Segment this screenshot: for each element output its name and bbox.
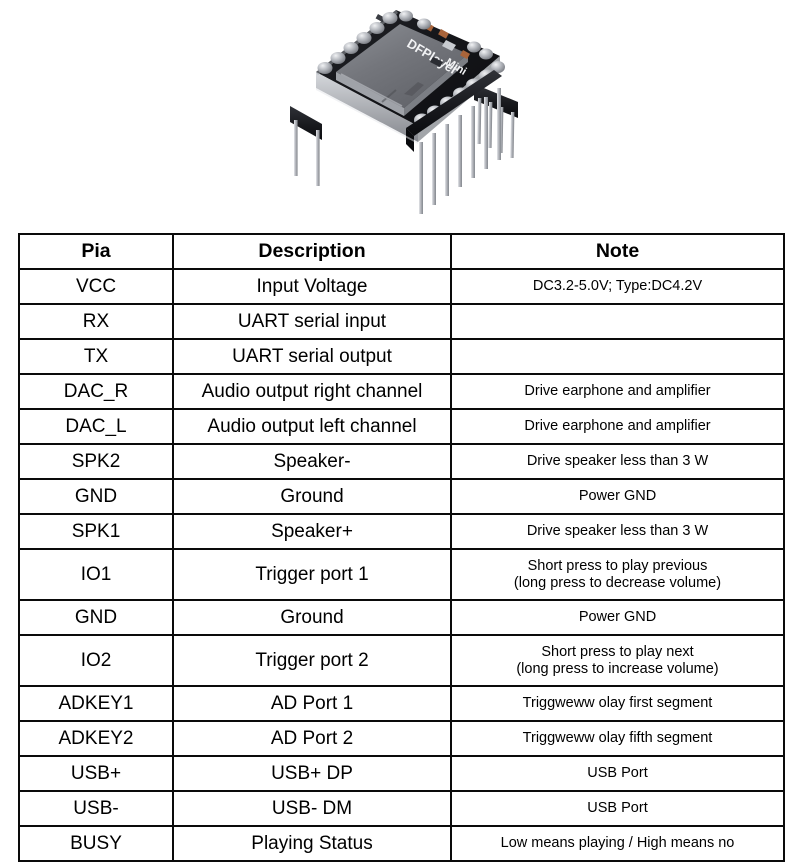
note-line: (long press to increase volume) <box>516 660 719 677</box>
pin-header-front <box>406 70 502 214</box>
cell-description: Input Voltage <box>172 268 452 305</box>
cell-note: Drive earphone and amplifier <box>450 373 785 410</box>
cell-pin-name: DAC_R <box>18 373 174 410</box>
note-line: Short press to play previous <box>527 557 708 574</box>
note-line: Power GND <box>578 609 657 626</box>
cell-description: Trigger port 1 <box>172 548 452 601</box>
note-line: Drive earphone and amplifier <box>524 383 711 400</box>
note-line: USB Port <box>587 765 648 782</box>
cell-note: Short press to play previous(long press … <box>450 548 785 601</box>
pin-header-left <box>290 106 322 186</box>
table-row: USB+USB+ DP USB Port <box>18 755 785 792</box>
cell-description: Audio output right channel <box>172 373 452 410</box>
cell-pin-name: VCC <box>18 268 174 305</box>
cell-pin-name: GND <box>18 599 174 636</box>
cell-note: DC3.2-5.0V; Type:DC4.2V <box>450 268 785 305</box>
table-row: USB-USB- DM USB Port <box>18 790 785 827</box>
cell-description: UART serial input <box>172 303 452 340</box>
cell-description: Playing Status <box>172 825 452 862</box>
cell-description: Audio output left channel <box>172 408 452 445</box>
cell-pin-name: ADKEY2 <box>18 720 174 757</box>
column-header-description: Description <box>172 233 452 270</box>
cell-description: USB+ DP <box>172 755 452 792</box>
cell-description: Ground <box>172 478 452 515</box>
solder-pads-left <box>317 12 398 74</box>
cell-pin-name: IO1 <box>18 548 174 601</box>
cell-note: Drive speaker less than 3 W <box>450 513 785 550</box>
cell-note: Power GND <box>450 599 785 636</box>
cell-description: AD Port 1 <box>172 685 452 722</box>
column-header-pin: Pia <box>18 233 174 270</box>
cell-pin-name: GND <box>18 478 174 515</box>
solder-pads-top-right <box>399 10 493 60</box>
column-header-note: Note <box>450 233 785 270</box>
microsd-card-slot <box>336 24 468 116</box>
table-header: Pia Description Note <box>18 233 785 270</box>
dfplayer-mini-board-image: DFPlayer Mini <box>290 10 518 214</box>
cell-note: Short press to play next(long press to i… <box>450 634 785 687</box>
note-line: Short press to play next <box>541 643 694 660</box>
cell-note: USB Port <box>450 790 785 827</box>
cell-pin-name: TX <box>18 338 174 375</box>
note-line: USB Port <box>587 800 648 817</box>
cell-note: USB Port <box>450 755 785 792</box>
cell-description: Ground <box>172 599 452 636</box>
cell-pin-name: USB- <box>18 790 174 827</box>
cell-description: USB- DM <box>172 790 452 827</box>
cell-note: Power GND <box>450 478 785 515</box>
cell-pin-name: SPK2 <box>18 443 174 480</box>
cell-pin-name: IO2 <box>18 634 174 687</box>
cell-pin-name: DAC_L <box>18 408 174 445</box>
note-line: Drive speaker less than 3 W <box>526 523 709 540</box>
note-line: Drive speaker less than 3 W <box>526 453 709 470</box>
cell-note: Drive earphone and amplifier <box>450 408 785 445</box>
pin-header-right-rear <box>474 84 518 159</box>
cell-pin-name: USB+ <box>18 755 174 792</box>
note-line: DC3.2-5.0V; Type:DC4.2V <box>532 278 703 295</box>
cell-note: Low means playing / High means no <box>450 825 785 862</box>
cell-note: Drive speaker less than 3 W <box>450 443 785 480</box>
product-photo-region: DFPlayer Mini <box>0 0 800 232</box>
cell-note <box>450 338 785 375</box>
table-header-row: Pia Description Note <box>18 233 785 270</box>
cell-pin-name: BUSY <box>18 825 174 862</box>
note-line: (long press to decrease volume) <box>513 574 722 591</box>
cell-description: UART serial output <box>172 338 452 375</box>
note-line: Drive earphone and amplifier <box>524 418 711 435</box>
cell-note: Triggweww olay fifth segment <box>450 720 785 757</box>
note-line: Triggweww olay first segment <box>522 695 713 712</box>
cell-description: AD Port 2 <box>172 720 452 757</box>
cell-note <box>450 303 785 340</box>
note-line: Low means playing / High means no <box>500 835 735 852</box>
note-line: Triggweww olay fifth segment <box>522 730 713 747</box>
cell-note: Triggweww olay first segment <box>450 685 785 722</box>
cell-description: Speaker+ <box>172 513 452 550</box>
cell-pin-name: SPK1 <box>18 513 174 550</box>
cell-description: Speaker- <box>172 443 452 480</box>
cell-pin-name: ADKEY1 <box>18 685 174 722</box>
cell-description: Trigger port 2 <box>172 634 452 687</box>
cell-pin-name: RX <box>18 303 174 340</box>
note-line: Power GND <box>578 488 657 505</box>
